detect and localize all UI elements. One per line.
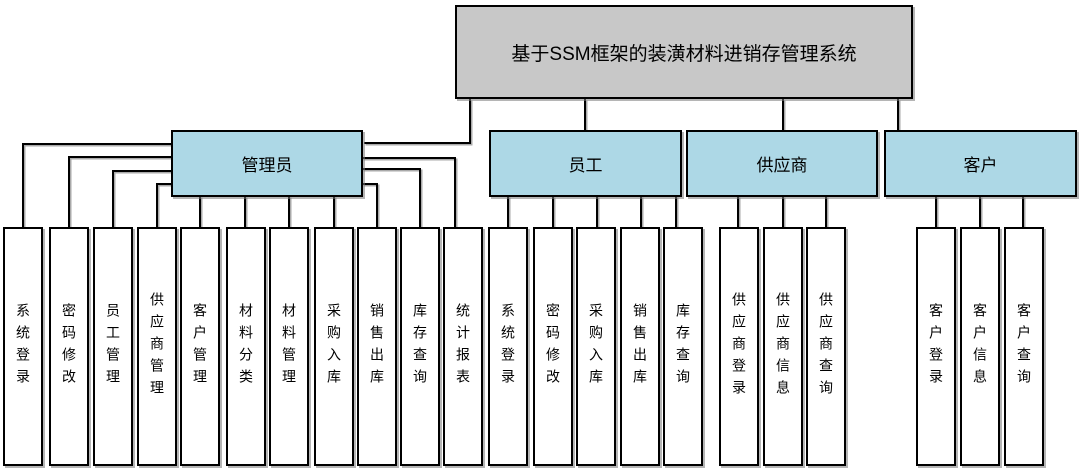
leaf-box-sales-outbound-admin: 销售出库 [357, 227, 397, 466]
leaf-label: 库存查询 [675, 302, 691, 391]
leaf-box-password-change-admin: 密码修改 [49, 227, 89, 466]
role-box-admin: 管理员 [171, 130, 363, 197]
leaf-box-statistics-report: 统计报表 [443, 227, 483, 466]
leaf-box-material-management: 材料管理 [269, 227, 309, 466]
leaf-box-customer-info: 客户信息 [960, 227, 1000, 466]
leaf-label: 供应商管理 [149, 291, 165, 402]
role-box-staff: 员工 [489, 130, 682, 197]
role-label-customer: 客户 [963, 156, 998, 175]
leaf-box-purchase-inbound-admin: 采购入库 [314, 227, 354, 466]
leaf-label: 销售出库 [369, 302, 385, 391]
leaf-label: 供应商信息 [775, 291, 791, 402]
leaf-box-password-change-staff: 密码修改 [533, 227, 573, 466]
role-label-admin: 管理员 [241, 156, 293, 175]
leaf-box-staff-management: 员工管理 [93, 227, 133, 466]
leaf-label: 供应商登录 [731, 291, 747, 402]
leaf-box-customer-query: 客户查询 [1004, 227, 1044, 466]
leaf-box-inventory-query-admin: 库存查询 [400, 227, 440, 466]
leaf-label: 库存查询 [412, 302, 428, 391]
role-label-supplier: 供应商 [756, 156, 808, 175]
leaf-label: 系统登录 [15, 302, 31, 391]
role-label-staff: 员工 [568, 156, 603, 175]
role-box-supplier: 供应商 [686, 130, 878, 197]
system-title-box: 基于SSM框架的装潢材料进销存管理系统 [455, 5, 913, 99]
leaf-box-purchase-inbound-staff: 采购入库 [576, 227, 616, 466]
leaf-label: 系统登录 [500, 302, 516, 391]
leaf-label: 客户信息 [972, 302, 988, 391]
leaf-label: 客户查询 [1016, 302, 1032, 391]
leaf-label: 供应商查询 [818, 291, 834, 402]
leaf-label: 材料分类 [238, 302, 254, 391]
role-box-customer: 客户 [884, 130, 1077, 197]
leaf-box-customer-login: 客户登录 [916, 227, 956, 466]
leaf-label: 员工管理 [105, 302, 121, 391]
leaf-label: 密码修改 [545, 302, 561, 391]
leaf-box-material-category: 材料分类 [226, 227, 266, 466]
leaf-label: 客户登录 [928, 302, 944, 391]
leaf-box-system-login-admin: 系统登录 [3, 227, 43, 466]
leaf-box-supplier-query: 供应商查询 [806, 227, 846, 466]
leaf-box-supplier-login: 供应商登录 [719, 227, 759, 466]
leaf-box-sales-outbound-staff: 销售出库 [620, 227, 660, 466]
leaf-label: 密码修改 [61, 302, 77, 391]
leaf-box-customer-management: 客户管理 [180, 227, 220, 466]
leaf-label: 客户管理 [192, 302, 208, 391]
leaf-box-supplier-management: 供应商管理 [137, 227, 177, 466]
leaf-box-supplier-info: 供应商信息 [763, 227, 803, 466]
system-title-label: 基于SSM框架的装潢材料进销存管理系统 [511, 43, 857, 65]
leaf-label: 采购入库 [326, 302, 342, 391]
leaf-box-inventory-query-staff: 库存查询 [663, 227, 703, 466]
leaf-label: 材料管理 [281, 302, 297, 391]
leaf-label: 销售出库 [632, 302, 648, 391]
leaf-label: 统计报表 [455, 302, 471, 391]
leaf-label: 采购入库 [588, 302, 604, 391]
leaf-box-system-login-staff: 系统登录 [488, 227, 528, 466]
